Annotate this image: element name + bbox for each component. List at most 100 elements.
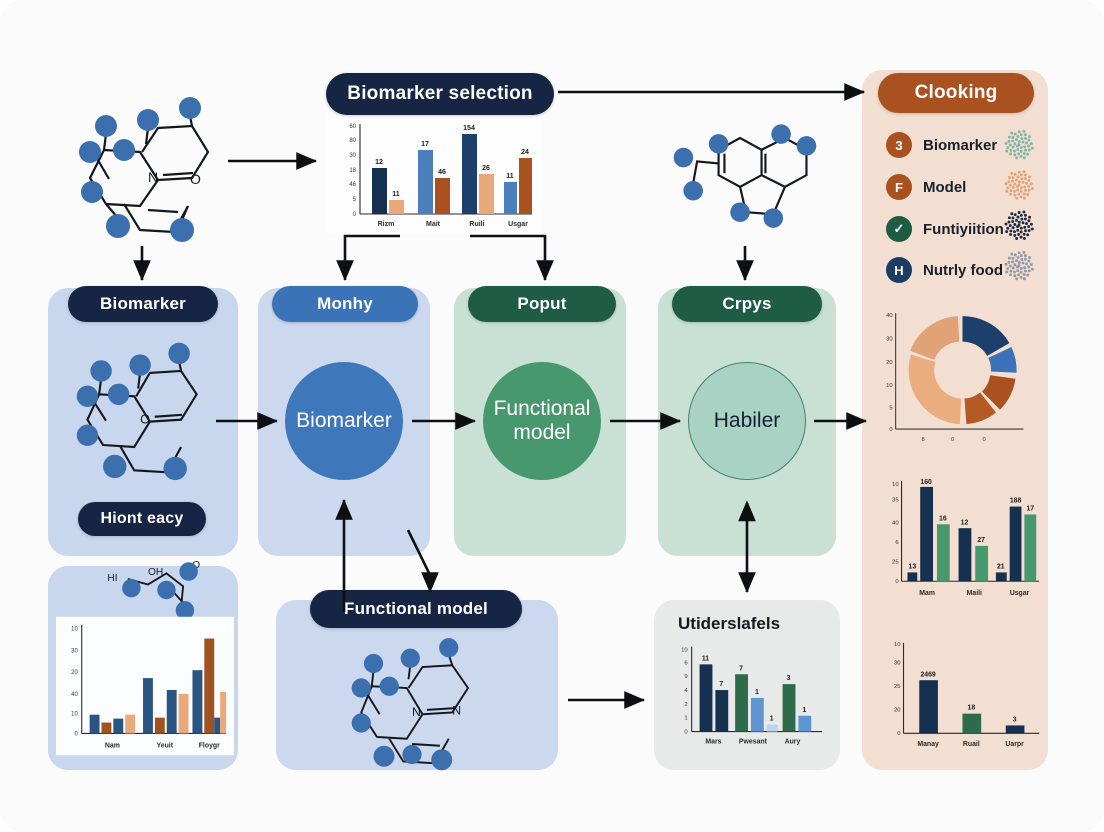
svg-text:20: 20 — [71, 670, 78, 676]
legend-item-0[interactable]: 3 Biomarker — [886, 132, 997, 158]
svg-text:40: 40 — [71, 692, 78, 698]
svg-text:7: 7 — [719, 681, 723, 688]
svg-text:35: 35 — [892, 498, 899, 504]
svg-text:N: N — [452, 703, 461, 717]
svg-text:12: 12 — [961, 519, 969, 526]
svg-text:O: O — [190, 171, 201, 187]
svg-text:Pwesant: Pwesant — [739, 738, 768, 745]
molecule-top-left: N O — [79, 97, 210, 242]
svg-text:10: 10 — [892, 482, 899, 488]
legend-badge-funtiyiition: ✓ — [886, 216, 912, 242]
svg-text:1: 1 — [755, 689, 759, 696]
legend-item-1[interactable]: F Model — [886, 174, 966, 200]
svg-text:Mam: Mam — [919, 590, 935, 597]
molecule-small-left: HI OH O — [107, 560, 200, 620]
svg-text:154: 154 — [463, 125, 475, 132]
footer-hiont-eacy[interactable]: Hiont eacy — [78, 502, 206, 536]
svg-text:80: 80 — [349, 138, 356, 144]
svg-text:18: 18 — [349, 168, 356, 174]
header-monhy-label: Monhy — [317, 294, 373, 313]
svg-text:30: 30 — [71, 648, 78, 654]
svg-text:Ruili: Ruili — [469, 221, 484, 228]
functional-model-panel — [276, 600, 558, 770]
svg-text:3: 3 — [1013, 716, 1017, 723]
legend-label-biomarker: Biomarker — [923, 136, 998, 154]
legend-badge-model: F — [886, 174, 912, 200]
svg-text:11: 11 — [702, 655, 709, 662]
svg-text:0: 0 — [889, 427, 893, 433]
header-biomarker-card[interactable]: Biomarker — [68, 286, 218, 322]
header-biomarker-card-label: Biomarker — [100, 294, 186, 313]
svg-text:Usgar: Usgar — [1010, 590, 1030, 597]
node-functional-model-circle-label: Functional model — [493, 397, 591, 444]
node-functional-model-circle[interactable]: Functional model — [483, 362, 601, 480]
svg-text:1: 1 — [684, 716, 687, 722]
svg-text:5: 5 — [353, 197, 357, 203]
molecule-top-right — [673, 124, 817, 228]
svg-text:2469: 2469 — [920, 671, 935, 678]
svg-text:10: 10 — [71, 627, 78, 633]
svg-text:60: 60 — [349, 124, 356, 130]
header-crpys-label: Crpys — [722, 294, 772, 313]
svg-text:160: 160 — [920, 479, 932, 486]
svg-text:Mait: Mait — [426, 221, 441, 228]
svg-text:Usgar: Usgar — [508, 221, 528, 228]
header-biomarker-selection-label: Biomarker selection — [347, 83, 533, 104]
svg-text:18: 18 — [968, 705, 976, 712]
svg-text:8: 8 — [922, 437, 926, 443]
svg-text:30: 30 — [894, 660, 901, 666]
svg-text:3: 3 — [787, 675, 791, 682]
svg-text:40: 40 — [886, 313, 893, 319]
svg-text:2: 2 — [684, 702, 687, 708]
svg-text:11: 11 — [392, 191, 400, 198]
header-functional-model[interactable]: Functional model — [310, 590, 522, 628]
svg-text:27: 27 — [977, 537, 985, 544]
legend-item-2[interactable]: ✓ Funtiyiition — [886, 216, 1004, 242]
svg-text:Mars: Mars — [705, 738, 721, 745]
svg-text:7: 7 — [739, 665, 743, 672]
header-monhy[interactable]: Monhy — [272, 286, 418, 322]
svg-text:0: 0 — [74, 731, 78, 737]
svg-text:0: 0 — [684, 730, 688, 736]
legend-label-funtiyiition: Funtiyiition — [923, 220, 1004, 238]
svg-text:OH: OH — [148, 567, 163, 578]
svg-text:0: 0 — [895, 579, 899, 585]
header-clooking[interactable]: Clooking — [878, 73, 1034, 113]
svg-text:20: 20 — [894, 708, 901, 714]
svg-text:Nam: Nam — [105, 742, 120, 749]
node-biomarker-circle[interactable]: Biomarker — [285, 362, 403, 480]
node-habiler-circle[interactable]: Habiler — [688, 362, 806, 480]
footer-hiont-eacy-label: Hiont eacy — [100, 510, 184, 527]
svg-text:17: 17 — [421, 141, 429, 148]
svg-text:Manay: Manay — [917, 741, 939, 748]
svg-text:10: 10 — [681, 648, 688, 654]
header-biomarker-selection[interactable]: Biomarker selection — [326, 73, 554, 115]
svg-text:188: 188 — [1010, 498, 1022, 505]
header-poput[interactable]: Poput — [468, 286, 616, 322]
svg-text:0: 0 — [982, 437, 986, 443]
svg-text:11: 11 — [506, 173, 514, 180]
legend-badge-nutrly-food: H — [886, 257, 912, 283]
svg-text:17: 17 — [1026, 505, 1034, 512]
header-crpys[interactable]: Crpys — [672, 286, 822, 322]
svg-text:25: 25 — [892, 560, 899, 566]
svg-text:4: 4 — [684, 688, 688, 694]
svg-text:26: 26 — [482, 165, 490, 172]
molecule-biomarker-card: O — [76, 342, 198, 481]
svg-text:N: N — [412, 705, 421, 719]
svg-text:Floygr: Floygr — [199, 742, 220, 749]
svg-text:25: 25 — [894, 684, 901, 690]
svg-text:21: 21 — [997, 563, 1005, 570]
svg-text:0: 0 — [353, 212, 357, 218]
legend-item-3[interactable]: H Nutrly food — [886, 257, 1003, 283]
chart-title-uriderslafels: Utiderslafels — [678, 614, 780, 634]
svg-text:9: 9 — [684, 674, 687, 680]
svg-text:30: 30 — [349, 153, 356, 159]
svg-text:Aury: Aury — [785, 738, 801, 745]
svg-text:N: N — [148, 169, 158, 185]
svg-text:13: 13 — [909, 563, 917, 570]
svg-text:24: 24 — [521, 149, 529, 156]
